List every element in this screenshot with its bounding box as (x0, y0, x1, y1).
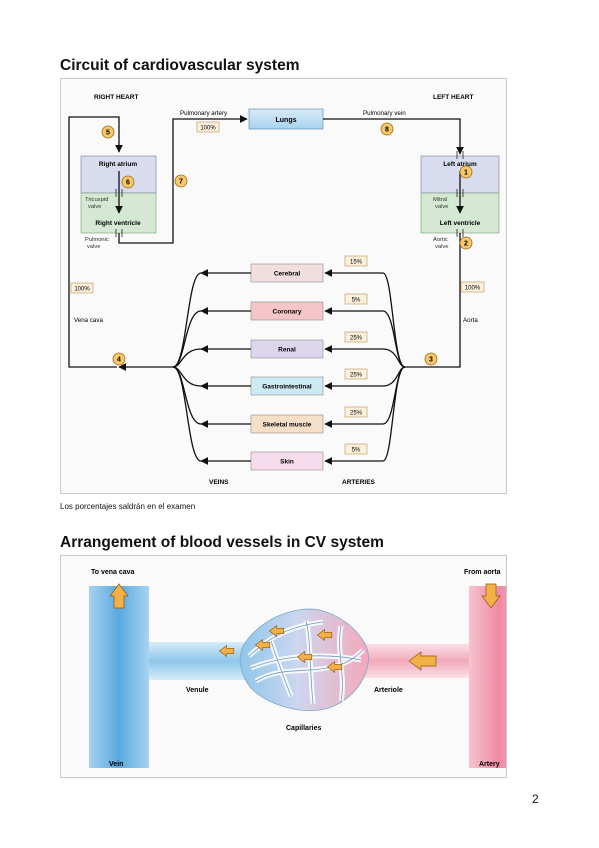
section-heading-vessels: Arrangement of blood vessels in CV syste… (60, 534, 384, 551)
flow-arrow-small (316, 628, 333, 642)
organ-2: Renal 25% (200, 331, 383, 359)
organ-4: Skeletal muscle 25% (200, 406, 383, 434)
venule-shape (149, 642, 246, 680)
organ-label: Gastrointestinal (262, 384, 312, 391)
pct-box (196, 121, 220, 133)
to-vena-cava-label: To vena cava (91, 569, 135, 576)
pct-box (460, 281, 485, 293)
flow-arrow-small (326, 660, 343, 674)
organ-label: Cerebral (274, 271, 301, 278)
vein-shape (89, 586, 149, 768)
step-number: 6 (126, 180, 130, 187)
step-number: 5 (106, 130, 110, 137)
flow-arrow-small (268, 624, 285, 638)
organ-label: Renal (278, 347, 296, 354)
flow-arrow-small (254, 638, 271, 652)
step-badge-6 (121, 175, 135, 189)
step-badge-8 (380, 122, 394, 136)
exam-note: Los porcentajes saldrán en el examen (60, 502, 196, 511)
step-number: 2 (464, 241, 468, 248)
organ-5: Skin 5% (200, 443, 383, 471)
step-number: 4 (117, 357, 121, 364)
artery-shape (469, 586, 506, 768)
left-atrium-label: Left atrium (443, 161, 477, 168)
step-number: 3 (429, 357, 433, 364)
pct-box (344, 368, 368, 380)
page-number: 2 (532, 792, 539, 806)
organ-pct: 25% (350, 373, 363, 379)
pct-box (344, 331, 368, 343)
organ-1: Coronary 5% (200, 293, 383, 321)
pct-box (344, 406, 368, 418)
step-badge-1 (459, 165, 473, 179)
aortic-label-2: valve (435, 244, 449, 250)
blood-vessels-figure: To vena cava From aorta Venule Arteriole… (60, 555, 507, 778)
aorta-label: Aorta (463, 317, 478, 324)
pct-box (344, 443, 368, 455)
left-ventricle-label: Left ventricle (440, 220, 481, 227)
arteriole-label: Arteriole (374, 687, 403, 694)
pct-box (70, 282, 94, 294)
from-aorta-label: From aorta (464, 569, 501, 576)
pct-box (344, 293, 368, 305)
veins-label: VEINS (209, 479, 229, 486)
step-badge-3 (424, 352, 438, 366)
organ-label: Skeletal muscle (263, 422, 312, 429)
right-ventricle-label: Right ventricle (95, 220, 141, 227)
organ-3: Gastrointestinal 25% (200, 368, 383, 396)
step-number: 7 (179, 179, 183, 186)
aortic-label-1: Aortic (433, 237, 448, 243)
organ-label: Skin (280, 459, 294, 466)
step-badge-7 (174, 174, 188, 188)
organ-pct: 5% (352, 298, 361, 304)
right-atrium-label: Right atrium (99, 161, 137, 168)
section-heading-circuit: Circuit of cardiovascular system (60, 57, 300, 74)
pulmonary-artery-pct: 100% (200, 126, 216, 132)
venule-label: Venule (186, 687, 209, 694)
flow-arrow-left (408, 651, 437, 671)
capillaries-label: Capillaries (286, 725, 322, 732)
pulmonary-vein-label: Pulmonary vein (363, 110, 406, 117)
aorta-pct: 100% (465, 286, 481, 292)
cardiovascular-circuit-figure: RIGHT HEART LEFT HEART Lungs Pulmonary a… (60, 78, 507, 494)
flow-arrow-down (481, 583, 501, 609)
tricuspid-label-1: Tricuspid (85, 197, 108, 203)
organ-label: Coronary (273, 309, 302, 316)
vena-cava-pct: 100% (74, 287, 90, 293)
pct-box (344, 255, 368, 267)
tricuspid-label-2: valve (88, 204, 102, 210)
organ-pct: 15% (350, 260, 363, 266)
flow-arrow-small (218, 644, 235, 658)
organ-pct: 5% (352, 448, 361, 454)
pulmonic-label-1: Pulmonic (85, 237, 109, 243)
vena-cava-label: Vena cava (74, 317, 103, 324)
mitral-label-2: valve (435, 204, 449, 210)
right-heart-label: RIGHT HEART (94, 94, 138, 101)
pulmonic-label-2: valve (87, 244, 101, 250)
step-badge-2 (459, 236, 473, 250)
arteries-label: ARTERIES (342, 479, 376, 486)
step-number: 8 (385, 127, 389, 134)
step-badge-5 (101, 125, 115, 139)
step-badge-4 (112, 352, 126, 366)
organ-pct: 25% (350, 336, 363, 342)
organ-0: Cerebral 15% (200, 255, 383, 283)
step-number: 1 (464, 170, 468, 177)
flow-arrow-up (109, 583, 129, 609)
vein-label: Vein (109, 761, 123, 768)
artery-label: Artery (479, 761, 500, 768)
pulmonary-artery-label: Pulmonary artery (180, 110, 228, 117)
mitral-label-1: Mitral (433, 197, 447, 203)
organ-pct: 25% (350, 411, 363, 417)
flow-arrow-small (296, 650, 313, 664)
lungs-label: Lungs (276, 117, 297, 124)
left-heart-label: LEFT HEART (433, 94, 473, 101)
